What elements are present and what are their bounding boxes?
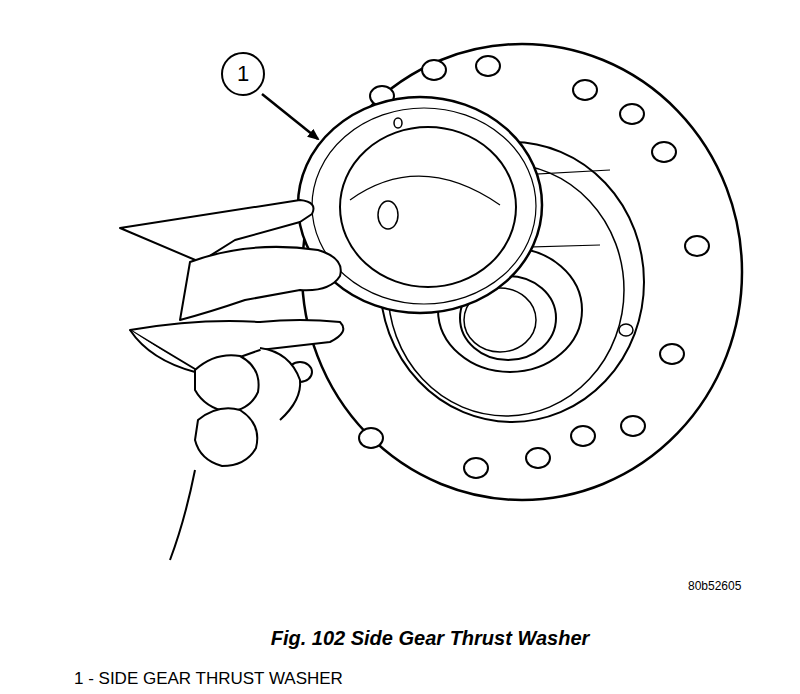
callout-circle: 1 xyxy=(221,52,265,96)
figure-code: 80b52605 xyxy=(688,579,741,593)
hand xyxy=(120,200,343,560)
callout-number: 1 xyxy=(237,63,249,85)
leader-arrow xyxy=(262,94,318,139)
figure-caption: Fig. 102 Side Gear Thrust Washer xyxy=(271,627,590,650)
legend-text: 1 - SIDE GEAR THRUST WASHER xyxy=(74,669,343,689)
bolt-holes xyxy=(288,56,709,478)
